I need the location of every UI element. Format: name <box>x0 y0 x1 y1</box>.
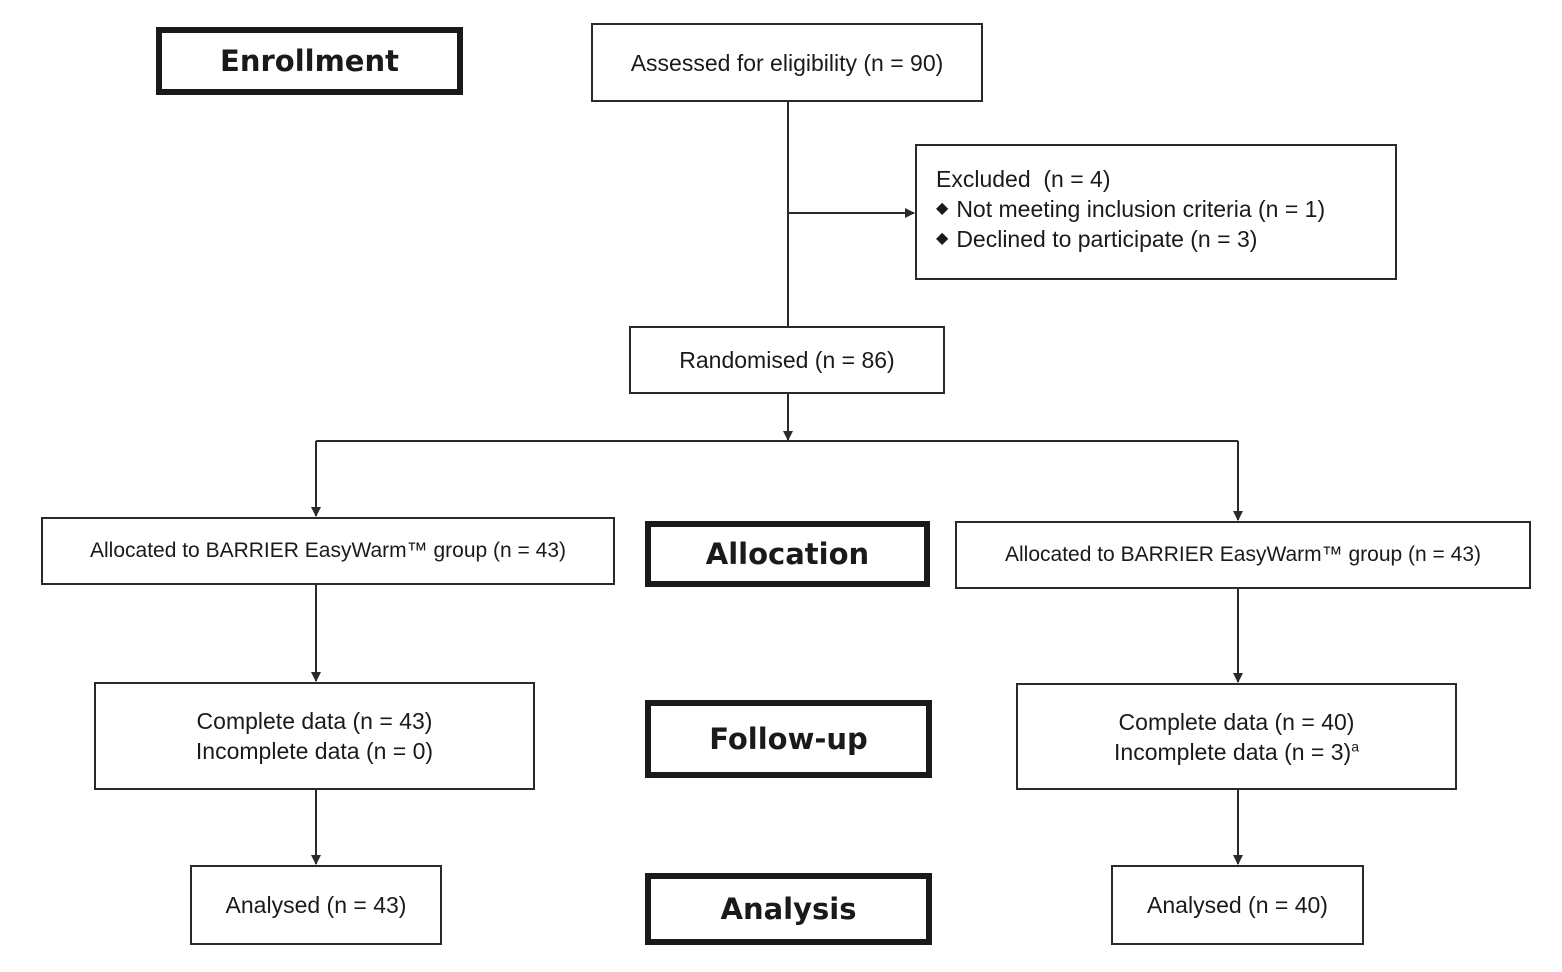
right-complete-text: Complete data (n = 40) <box>1118 708 1355 735</box>
footnote-marker: a <box>1351 737 1359 754</box>
left-incomplete-text: Incomplete data (n = 0) <box>195 738 434 764</box>
left-complete-text: Complete data (n = 43) <box>196 708 433 734</box>
assessed-text: Assessed for eligibility (n = 90) <box>630 49 944 76</box>
left-analysis-box: Analysed (n = 43) <box>190 865 442 945</box>
excluded-item: ◆ Not meeting inclusion criteria (n = 1) <box>936 194 1325 224</box>
randomised-text: Randomised (n = 86) <box>679 347 895 373</box>
stage-enrollment: Enrollment <box>156 27 463 95</box>
right-allocation-box: Allocated to BARRIER EasyWarm™ group (n … <box>955 521 1531 589</box>
excluded-box: Excluded (n = 4) ◆ Not meeting inclusion… <box>915 144 1397 280</box>
stage-analysis: Analysis <box>645 873 932 945</box>
left-analysed-text: Analysed (n = 43) <box>225 892 407 918</box>
right-analysed-text: Analysed (n = 40) <box>1147 892 1328 918</box>
left-allocation-text: Allocated to BARRIER EasyWarm™ group (n … <box>90 539 566 562</box>
right-analysis-box: Analysed (n = 40) <box>1111 865 1364 945</box>
left-allocation-box: Allocated to BARRIER EasyWarm™ group (n … <box>41 517 615 585</box>
right-incomplete-line: Incomplete data (n = 3)a <box>1114 737 1359 767</box>
excluded-item-text: Not meeting inclusion criteria (n = 1) <box>956 196 1326 222</box>
right-followup-box: Complete data (n = 40) Incomplete data (… <box>1016 683 1457 790</box>
right-incomplete-text: Incomplete data (n = 3) <box>1114 738 1352 765</box>
stage-follow-up: Follow-up <box>645 700 932 778</box>
right-allocation-text: Allocated to BARRIER EasyWarm™ group (n … <box>1005 543 1481 566</box>
left-followup-box: Complete data (n = 43) Incomplete data (… <box>94 682 535 790</box>
excluded-item: ◆ Declined to participate (n = 3) <box>936 224 1257 254</box>
excluded-title: Excluded (n = 4) <box>936 166 1111 192</box>
diamond-bullet-icon: ◆ <box>936 200 949 217</box>
assessed-box: Assessed for eligibility (n = 90) <box>591 23 983 102</box>
excluded-item-text: Declined to participate (n = 3) <box>956 226 1258 252</box>
stage-allocation: Allocation <box>645 521 930 587</box>
randomised-box: Randomised (n = 86) <box>629 326 945 394</box>
diamond-bullet-icon: ◆ <box>936 230 949 247</box>
